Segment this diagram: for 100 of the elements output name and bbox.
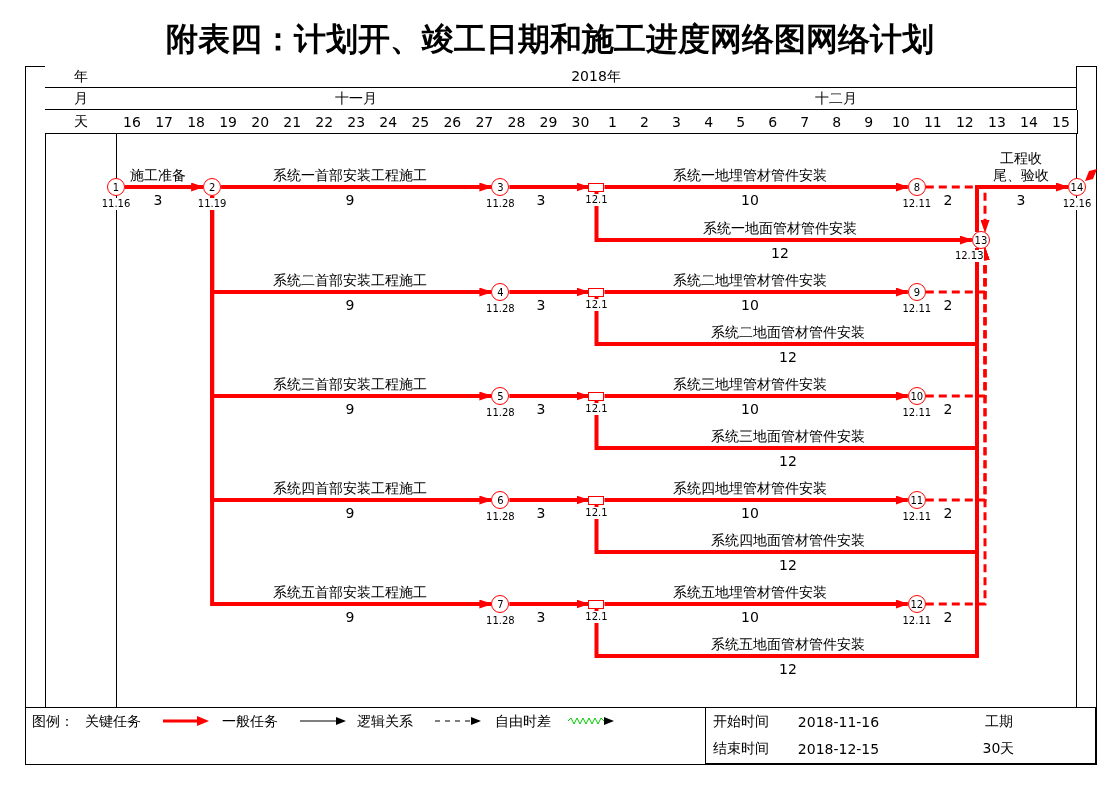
duration-label: 9 (345, 609, 355, 625)
day-cell: 16 (116, 110, 150, 134)
duration-label: 12 (779, 557, 797, 573)
info-value-cell: 30天 (902, 735, 1096, 764)
day-cell: 22 (308, 110, 342, 134)
arrow (604, 182, 909, 192)
activity-label: 系统四地面管材管件安装 (711, 532, 865, 549)
legend-title: 图例： (32, 712, 74, 730)
day-cell: 13 (980, 110, 1014, 134)
day-cell: 28 (500, 110, 534, 134)
day-cell: 4 (692, 110, 726, 134)
legend-label: 自由时差 (495, 712, 551, 730)
day-cell: 9 (852, 110, 886, 134)
event-circle: 9 (907, 283, 926, 301)
legend-label: 一般任务 (222, 712, 278, 730)
event-circle: 7 (491, 595, 510, 613)
day-cell: 6 (756, 110, 790, 134)
duration-label: 9 (345, 192, 355, 208)
dummy-box (588, 391, 605, 401)
day-cell: 24 (372, 110, 406, 134)
day-cell: 25 (404, 110, 438, 134)
date-label: 12.1 (585, 403, 608, 415)
date-label: 11.19 (197, 198, 227, 210)
activity-label: 系统一地埋管材管件安装 (673, 167, 827, 184)
activity-label: 系统一地面管材管件安装 (703, 220, 857, 237)
legend-label: 逻辑关系 (357, 712, 413, 730)
arrow (604, 287, 909, 297)
activity-label: 系统二地埋管材管件安装 (673, 272, 827, 289)
info-label-cell: 结束时间 (706, 735, 776, 764)
day-cell: 18 (180, 110, 214, 134)
row-header-cell: 年 (45, 66, 117, 88)
date-label: 12.11 (902, 615, 932, 627)
event-circle: 13 (971, 231, 990, 249)
date-label: 11.16 (101, 198, 131, 210)
duration-label: 10 (741, 401, 759, 417)
event-circle: 12 (907, 595, 926, 613)
duration-label: 3 (536, 401, 546, 417)
activity-label: 工程收尾、验收 (992, 150, 1050, 184)
date-label: 11.28 (486, 407, 515, 419)
day-cell: 3 (660, 110, 694, 134)
event-circle: 4 (491, 283, 510, 301)
day-cell: 19 (212, 110, 246, 134)
duration-label: 12 (771, 245, 789, 261)
dummy-box (588, 287, 605, 297)
event-circle: 6 (491, 491, 510, 509)
duration-label: 3 (536, 609, 546, 625)
day-cell: 8 (820, 110, 854, 134)
arrow (509, 599, 590, 609)
duration-label: 2 (943, 192, 953, 208)
day-cell: 26 (436, 110, 470, 134)
activity-label: 系统二首部安装工程施工 (273, 272, 427, 289)
legend-label: 关键任务 (85, 712, 141, 730)
event-circle: 10 (907, 387, 926, 405)
duration-label: 12 (779, 349, 797, 365)
day-cell: 30 (564, 110, 598, 134)
day-cell: 17 (148, 110, 182, 134)
dashed-arrow (925, 185, 990, 233)
duration-label: 3 (153, 192, 163, 208)
date-label: 12.16 (1062, 198, 1092, 210)
date-label: 11.28 (486, 615, 515, 627)
dashed-arrow (925, 247, 990, 606)
date-label: 12.11 (902, 407, 932, 419)
month-cell: 十二月 (596, 88, 1077, 110)
arrow (604, 391, 909, 401)
duration-label: 10 (741, 192, 759, 208)
arrow (221, 182, 493, 192)
event-circle: 2 (203, 178, 222, 196)
date-label: 12.1 (585, 611, 608, 623)
duration-label: 10 (741, 609, 759, 625)
arrow (604, 599, 909, 609)
arrow (509, 287, 590, 297)
day-cell: 23 (340, 110, 374, 134)
date-label: 12.1 (585, 299, 608, 311)
date-label: 12.1 (585, 507, 608, 519)
diagram-title: 附表四：计划开、竣工日期和施工进度网络图网络计划 (165, 20, 934, 59)
day-cell: 20 (244, 110, 278, 134)
date-label: 11.28 (486, 198, 515, 210)
row-header-cell: 天 (45, 110, 117, 134)
dummy-box (588, 495, 605, 505)
month-cell: 十一月 (116, 88, 597, 110)
info-label-cell: 工期 (902, 708, 1096, 736)
duration-label: 10 (741, 297, 759, 313)
event-circle: 14 (1068, 178, 1086, 196)
date-label: 12.11 (902, 511, 932, 523)
duration-label: 2 (943, 609, 953, 625)
day-cell: 29 (532, 110, 566, 134)
dummy-box (588, 599, 605, 609)
info-value-cell: 2018-12-15 (775, 735, 903, 764)
day-cell: 11 (916, 110, 950, 134)
duration-label: 3 (536, 192, 546, 208)
activity-label: 系统五地埋管材管件安装 (673, 584, 827, 601)
duration-label: 2 (943, 505, 953, 521)
event-circle: 5 (491, 387, 510, 405)
date-label: 12.13 (954, 250, 984, 262)
activity-label: 系统二地面管材管件安装 (711, 324, 865, 341)
arrow (509, 391, 590, 401)
day-cell: 1 (596, 110, 630, 134)
event-circle: 3 (491, 178, 510, 196)
arrow (975, 182, 1069, 232)
date-label: 12.1 (585, 194, 608, 206)
